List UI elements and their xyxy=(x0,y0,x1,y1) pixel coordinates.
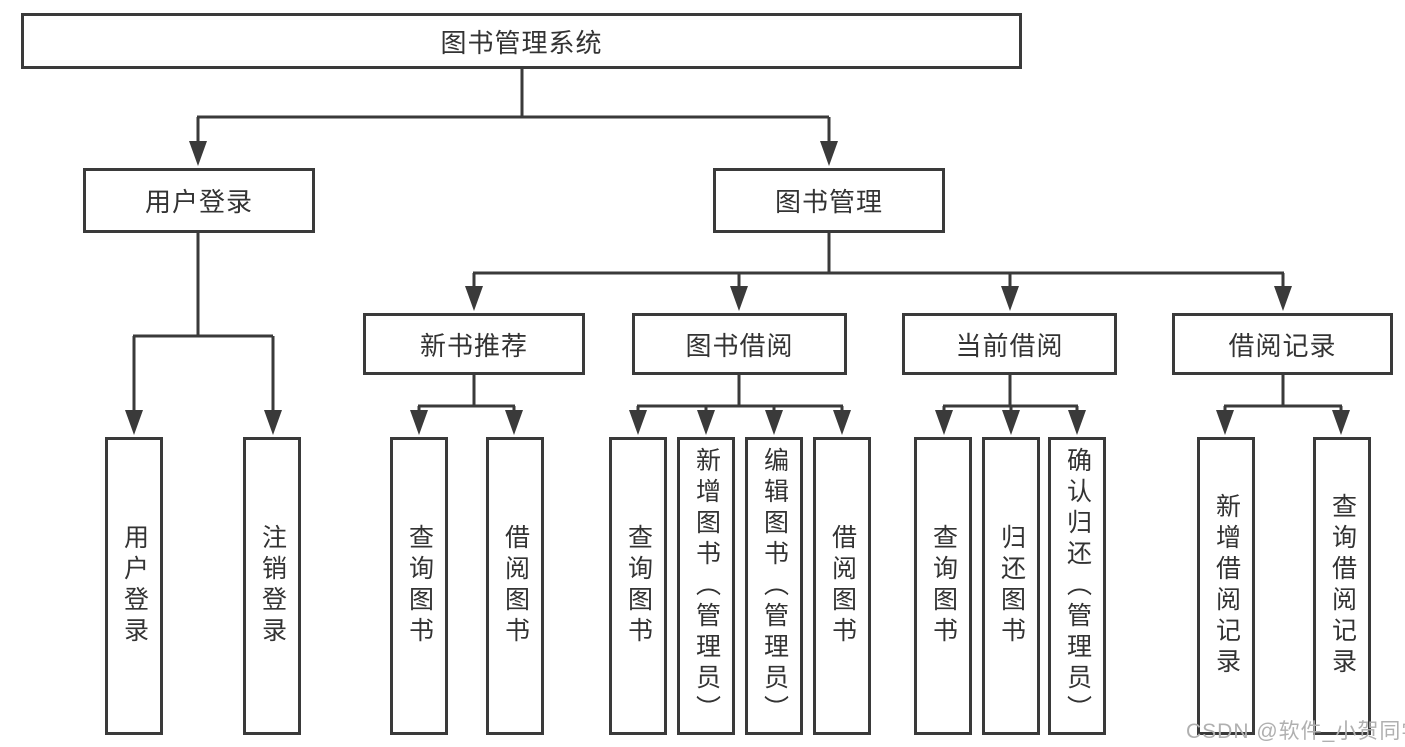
leaf-borrow-books-recommend-label: 借阅图书 xyxy=(501,524,530,648)
leaf-query-borrow-record-label: 查询借阅记录 xyxy=(1328,493,1357,679)
leaf-query-books-current: 查询图书 xyxy=(914,437,972,735)
leaf-user-login-label: 用户登录 xyxy=(120,524,149,648)
watermark: CSDN @软件_小贺同学 xyxy=(1186,720,1405,743)
leaf-borrow-books-2-label: 借阅图书 xyxy=(828,524,857,648)
leaf-add-book-admin-label: 新增图书（管理员） xyxy=(692,446,721,726)
leaf-borrow-books-recommend: 借阅图书 xyxy=(486,437,544,735)
leaf-query-books-current-label: 查询图书 xyxy=(929,524,958,648)
node-root: 图书管理系统 xyxy=(21,13,1022,69)
leaf-edit-book-admin-label: 编辑图书（管理员） xyxy=(760,446,789,726)
node-new-book-recommend-label: 新书推荐 xyxy=(419,330,528,361)
arrowheads xyxy=(125,141,1350,435)
node-new-book-recommend: 新书推荐 xyxy=(363,313,585,375)
leaf-query-books-recommend: 查询图书 xyxy=(390,437,448,735)
node-borrow-records-label: 借阅记录 xyxy=(1228,330,1337,361)
leaf-logout-label: 注销登录 xyxy=(258,524,287,648)
leaf-add-borrow-record-label: 新增借阅记录 xyxy=(1212,493,1241,679)
leaf-add-book-admin: 新增图书（管理员） xyxy=(677,437,735,735)
node-root-label: 图书管理系统 xyxy=(440,27,603,58)
node-user-login: 用户登录 xyxy=(83,168,315,233)
leaf-return-books: 归还图书 xyxy=(982,437,1040,735)
node-book-management: 图书管理 xyxy=(713,168,945,233)
leaf-query-borrow-record: 查询借阅记录 xyxy=(1313,437,1371,735)
leaf-user-login: 用户登录 xyxy=(105,437,163,735)
leaf-borrow-books-2: 借阅图书 xyxy=(813,437,871,735)
leaf-return-books-label: 归还图书 xyxy=(997,524,1026,648)
leaf-add-borrow-record: 新增借阅记录 xyxy=(1197,437,1255,735)
node-book-borrow: 图书借阅 xyxy=(632,313,847,375)
node-book-borrow-label: 图书借阅 xyxy=(685,330,794,361)
leaf-confirm-return-admin: 确认归还（管理员） xyxy=(1048,437,1106,735)
leaf-query-books-borrow: 查询图书 xyxy=(609,437,667,735)
leaf-edit-book-admin: 编辑图书（管理员） xyxy=(745,437,803,735)
leaf-query-books-recommend-label: 查询图书 xyxy=(405,524,434,648)
leaf-logout: 注销登录 xyxy=(243,437,301,735)
leaf-query-books-borrow-label: 查询图书 xyxy=(624,524,653,648)
node-current-borrow: 当前借阅 xyxy=(902,313,1117,375)
node-current-borrow-label: 当前借阅 xyxy=(955,330,1064,361)
node-user-login-label: 用户登录 xyxy=(144,187,253,217)
node-book-management-label: 图书管理 xyxy=(774,187,883,217)
leaf-confirm-return-admin-label: 确认归还（管理员） xyxy=(1063,446,1092,726)
node-borrow-records: 借阅记录 xyxy=(1172,313,1393,375)
